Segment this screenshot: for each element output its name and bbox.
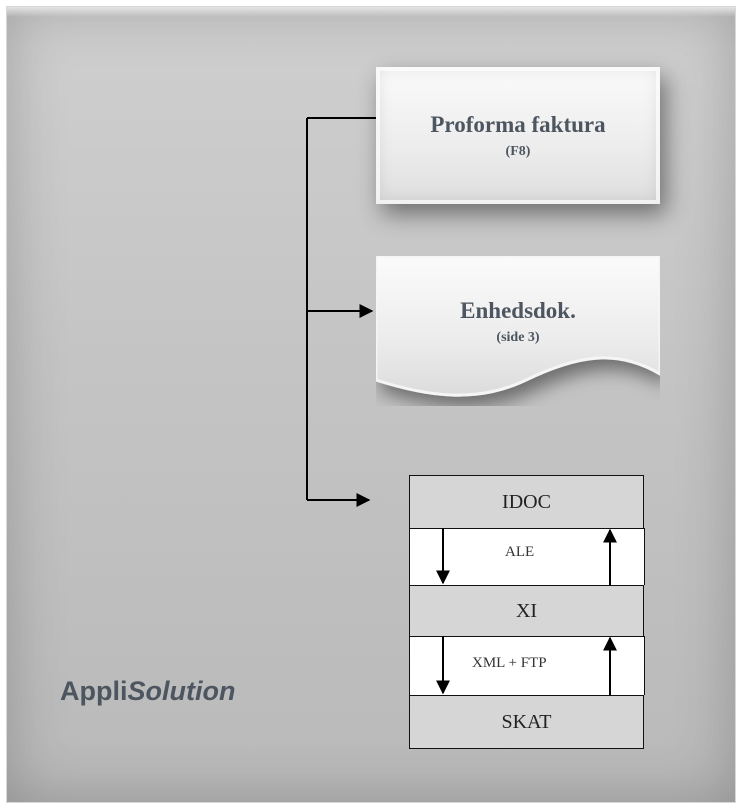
logo-part-1: Appli (60, 676, 128, 706)
skat-label: SKAT (501, 710, 552, 733)
proforma-faktura-box: Proforma faktura (F8) (376, 67, 660, 204)
xml-ftp-label: XML + FTP (472, 655, 547, 671)
xi-box: XI (409, 585, 644, 637)
idoc-box: IDOC (409, 475, 644, 529)
ale-label: ALE (505, 544, 535, 560)
xi-label: XI (515, 599, 538, 622)
document-shape (376, 256, 660, 397)
applisolution-logo: AppliSolution (60, 676, 235, 707)
logo-part-2: Solution (127, 676, 236, 706)
proforma-subtitle: (F8) (505, 143, 531, 159)
enhedsdok-document: Enhedsdok. (side 3) (376, 256, 660, 397)
enhedsdok-title: Enhedsdok. (460, 297, 576, 323)
proforma-title: Proforma faktura (430, 111, 606, 137)
idoc-label: IDOC (502, 490, 551, 513)
enhedsdok-subtitle: (side 3) (496, 329, 540, 345)
skat-box: SKAT (409, 695, 644, 749)
